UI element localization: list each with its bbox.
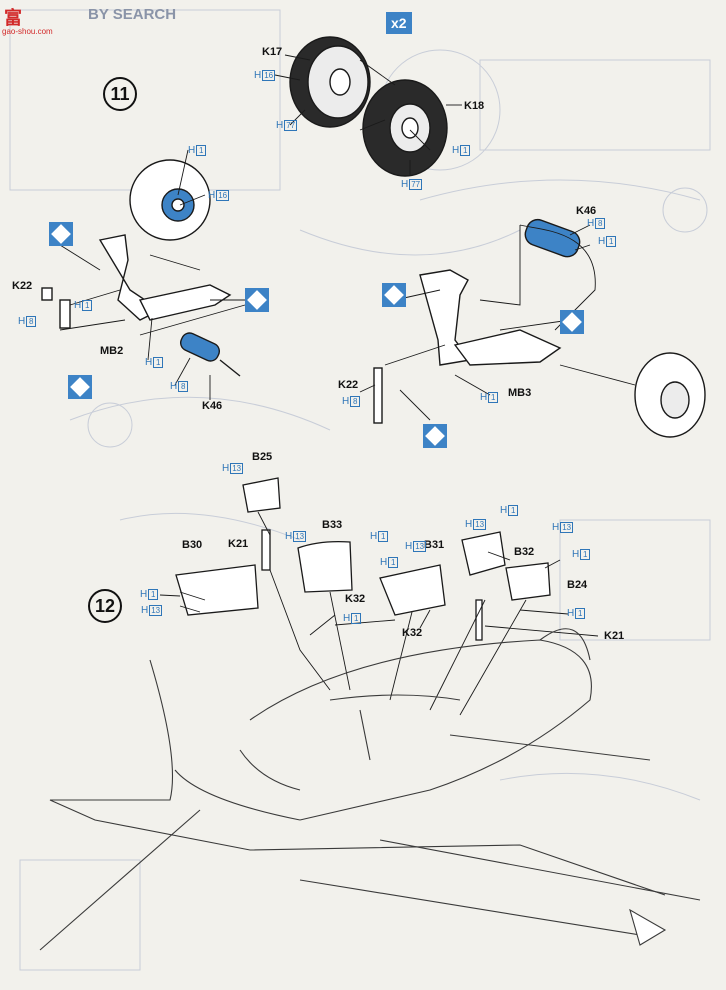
diamond-marker-5 (560, 310, 584, 334)
nose-wheel-leaders (274, 54, 462, 175)
part-label-k32-a: K32 (345, 593, 366, 605)
part-label-k46-right: K46 (576, 205, 597, 217)
part-label-k22-left: K22 (12, 280, 33, 292)
cockpit-leader-lines (159, 511, 599, 716)
aircraft-outline (39, 628, 701, 951)
diamond-marker-6 (423, 424, 447, 448)
part-label-b25: B25 (252, 451, 273, 463)
part-label-k21-left: K21 (228, 538, 249, 550)
left-main-gear (41, 159, 241, 377)
part-label-mb3: MB3 (508, 387, 532, 399)
part-label-k22-right: K22 (338, 379, 359, 391)
part-label-b32: B32 (514, 546, 535, 558)
part-label-k46-left: K46 (202, 400, 223, 412)
left-gear-leader-lines (59, 149, 246, 400)
part-label-b24: B24 (567, 579, 588, 591)
watermark-logo-text: BY SEARCH (88, 6, 177, 23)
diamond-marker-2 (68, 375, 92, 399)
step-number-11: 11 (103, 77, 137, 111)
watermark-chinese: 富 (4, 8, 22, 28)
part-label-k17: K17 (262, 46, 283, 58)
nose-wheels (289, 36, 448, 177)
part-label-k21-right: K21 (604, 630, 625, 642)
part-label-k32-b: K32 (402, 627, 423, 639)
step-number-12: 12 (88, 589, 122, 623)
part-label-b33: B33 (322, 519, 343, 531)
quantity-badge: x2 (386, 12, 412, 34)
diamond-marker-4 (382, 283, 406, 307)
part-label-k18: K18 (464, 100, 485, 112)
part-label-b30: B30 (182, 539, 203, 551)
watermark-url: gao-shou.com (2, 27, 53, 36)
cockpit-parts (175, 477, 551, 641)
diamond-marker-3 (245, 288, 269, 312)
diamond-marker-1 (49, 222, 73, 246)
right-main-gear (373, 218, 706, 438)
part-label-b31: B31 (424, 539, 445, 551)
part-label-mb2: MB2 (100, 345, 124, 357)
background-bleed (9, 9, 711, 971)
